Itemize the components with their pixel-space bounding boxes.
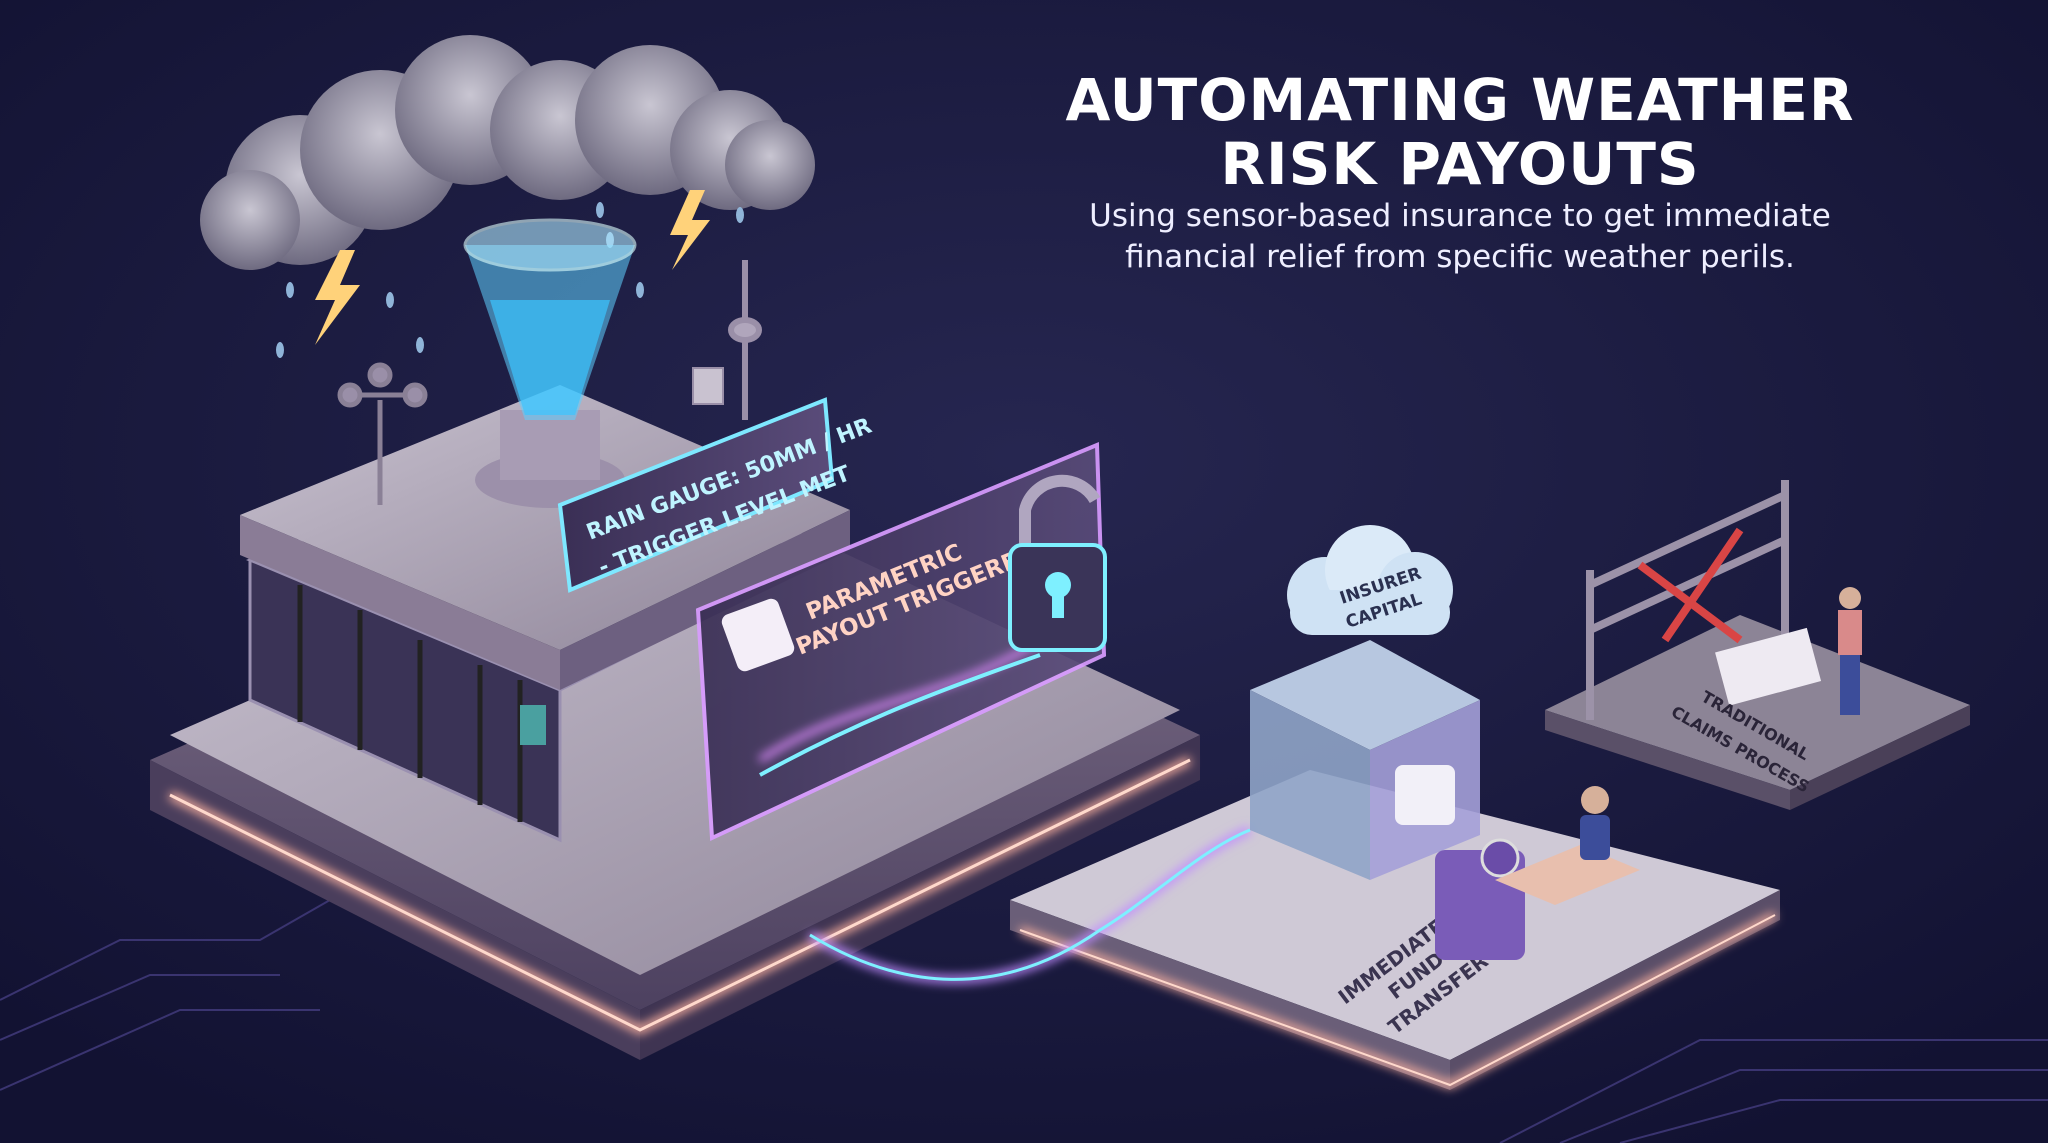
lightning-bolt-icon <box>315 190 710 345</box>
app-logo-icon <box>721 598 795 672</box>
app-logo-icon <box>1395 765 1455 825</box>
insurer-vault <box>1250 640 1525 960</box>
storm-clouds <box>200 35 815 270</box>
page-title: AUTOMATING WEATHER <box>1065 66 1855 134</box>
rejected-x-icon <box>1637 527 1744 644</box>
subtitle-line2: financial relief from specific weather p… <box>1125 239 1795 275</box>
antenna <box>692 260 762 420</box>
subtitle: Using sensor-based insurance to get imme… <box>1089 198 1831 234</box>
coin-icon <box>1480 838 1520 878</box>
parametric-payout-panel: PARAMETRIC PAYOUT TRIGGERED <box>695 442 1107 842</box>
insurer-cloud: INSURER CAPITAL <box>1287 525 1453 635</box>
anemometer <box>337 362 428 505</box>
person-at-desk <box>1495 786 1640 905</box>
circuit-traces <box>0 899 2048 1143</box>
page-title-line2: RISK PAYOUTS <box>1220 130 1700 198</box>
padlock-icon <box>1008 474 1107 652</box>
rain-gauge <box>463 218 637 508</box>
claim-papers <box>1715 627 1822 706</box>
traditional-claims-platform: TRADITIONAL CLAIMS PROCESS <box>1545 480 1970 810</box>
